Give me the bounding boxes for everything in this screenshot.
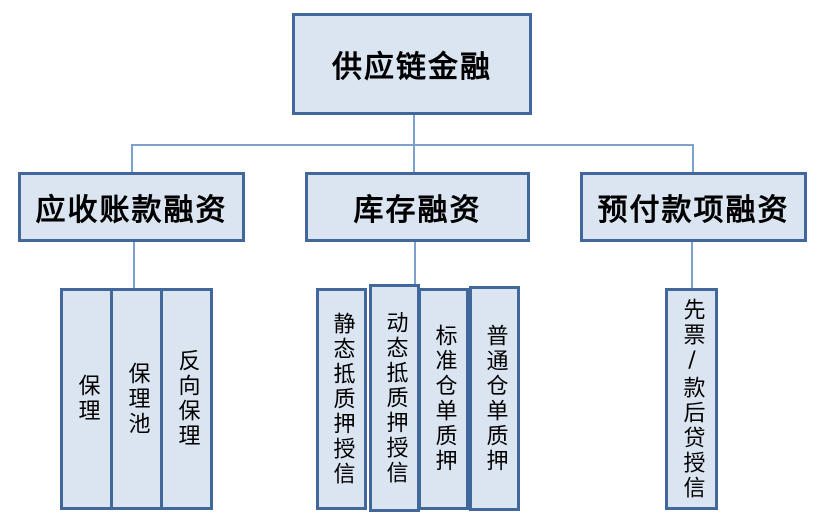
connector-prepayment-stem xyxy=(691,242,693,288)
connector-receivables-stem xyxy=(133,242,135,288)
root-box-supply-chain-finance: 供应链金融 xyxy=(292,13,532,115)
branch-label: 应收账款融资 xyxy=(35,193,228,228)
leaf-box-factoring-pool: 保理池 xyxy=(110,288,163,510)
branch-box-receivables-financing: 应收账款融资 xyxy=(18,172,245,242)
branch-label: 库存融资 xyxy=(353,193,482,228)
connector-horizontal-bar xyxy=(131,144,694,146)
branch-box-prepayment-financing: 预付款项融资 xyxy=(580,172,807,242)
leaf-box-reverse-factoring: 反向保理 xyxy=(160,288,213,510)
branch-box-inventory-financing: 库存融资 xyxy=(305,172,530,242)
leaf-label: 保理池 xyxy=(124,361,150,437)
leaf-label: 标准仓单质押 xyxy=(431,324,457,474)
leaf-box-standard-warehouse-receipt-pledge: 标准仓单质押 xyxy=(418,288,469,510)
leaf-label: 静态抵质押授信 xyxy=(329,311,355,487)
branch-label: 预付款项融资 xyxy=(597,193,790,228)
connector-drop-right xyxy=(692,145,694,172)
leaf-box-advance-payment-credit: 先票/款后贷授信 xyxy=(665,288,718,510)
leaf-label: 普通仓单质押 xyxy=(482,323,508,474)
connector-inventory-stem xyxy=(414,242,416,288)
connector-root-stem xyxy=(413,115,415,172)
leaf-box-ordinary-warehouse-receipt-pledge: 普通仓单质押 xyxy=(469,286,520,511)
connector-drop-left xyxy=(131,145,133,172)
root-label: 供应链金融 xyxy=(332,50,492,85)
leaf-box-static-pledge-credit: 静态抵质押授信 xyxy=(316,288,367,510)
leaf-label: 保理 xyxy=(74,374,100,424)
leaf-box-dynamic-pledge-credit: 动态抵质押授信 xyxy=(369,284,420,512)
leaf-label: 动态抵质押授信 xyxy=(382,310,408,486)
leaf-label: 反向保理 xyxy=(174,349,200,449)
leaf-box-factoring: 保理 xyxy=(60,288,113,510)
leaf-label: 先票/款后贷授信 xyxy=(679,297,705,501)
